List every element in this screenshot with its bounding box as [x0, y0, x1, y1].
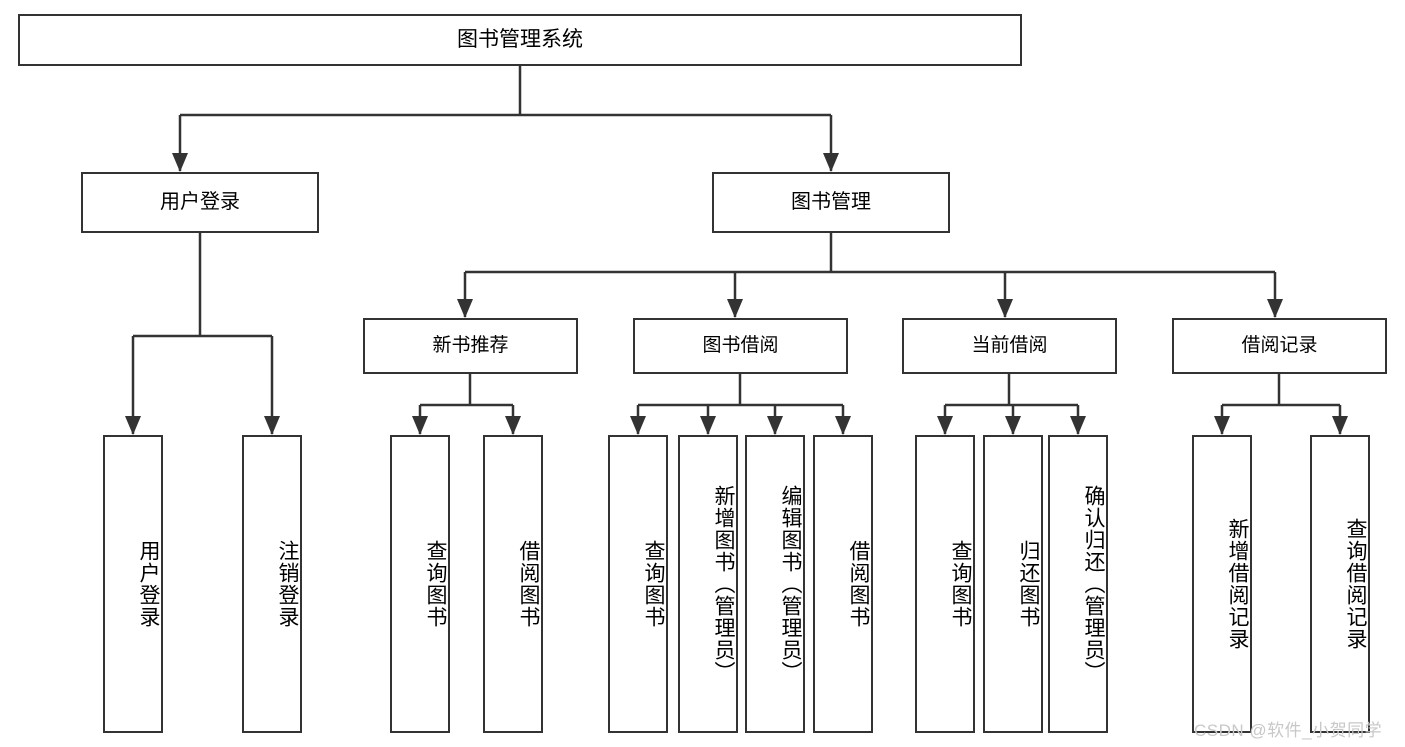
- node-label: 查询图书: [949, 540, 972, 628]
- arrow-head-userlogin-to-leaf-1: [264, 416, 280, 435]
- node-l-edit-book[interactable]: 编辑图书（管理员）: [745, 435, 805, 733]
- node-n-user-login[interactable]: 用户登录: [81, 172, 319, 233]
- node-label: 图书管理系统: [457, 27, 583, 51]
- node-l-user-login[interactable]: 用户登录: [103, 435, 163, 733]
- node-label: 新增图书（管理员）: [712, 485, 735, 683]
- arrow-head-currentborrow-to-leaf-0: [937, 416, 953, 435]
- node-l-borrow-book-1[interactable]: 借阅图书: [483, 435, 543, 733]
- node-n-borrow-record[interactable]: 借阅记录: [1172, 318, 1387, 374]
- node-n-book-manage[interactable]: 图书管理: [712, 172, 950, 233]
- node-label: 当前借阅: [971, 335, 1048, 357]
- node-label: 查询图书: [424, 540, 447, 628]
- arrow-head-currentborrow-to-leaf-1: [1005, 416, 1021, 435]
- node-label: 用户登录: [137, 540, 160, 628]
- node-l-query-book-1[interactable]: 查询图书: [390, 435, 450, 733]
- node-label: 借阅记录: [1241, 335, 1318, 357]
- node-label: 借阅图书: [517, 540, 540, 628]
- node-label: 确认归还（管理员）: [1082, 485, 1105, 683]
- node-n-new-book-rec[interactable]: 新书推荐: [363, 318, 578, 374]
- arrow-head-bookmanage-to-level2-1: [727, 299, 743, 318]
- node-l-add-record[interactable]: 新增借阅记录: [1192, 435, 1252, 733]
- arrow-head-bookmanage-to-level2-3: [1267, 299, 1283, 318]
- arrow-head-bookborrow-to-leaf-3: [835, 416, 851, 435]
- arrow-head-bookborrow-to-leaf-2: [767, 416, 783, 435]
- node-l-add-book[interactable]: 新增图书（管理员）: [678, 435, 738, 733]
- node-l-query-book-3[interactable]: 查询图书: [915, 435, 975, 733]
- node-n-current-borrow[interactable]: 当前借阅: [902, 318, 1117, 374]
- node-label: 新增借阅记录: [1226, 518, 1249, 650]
- node-label: 查询图书: [642, 540, 665, 628]
- arrow-head-borrowrecord-to-leaf-1: [1332, 416, 1348, 435]
- node-l-logout[interactable]: 注销登录: [242, 435, 302, 733]
- node-label: 编辑图书（管理员）: [779, 485, 802, 683]
- node-l-confirm-return[interactable]: 确认归还（管理员）: [1048, 435, 1108, 733]
- node-label: 图书借阅: [702, 335, 779, 357]
- node-l-return-book[interactable]: 归还图书: [983, 435, 1043, 733]
- arrow-head-bookborrow-to-leaf-1: [700, 416, 716, 435]
- node-label: 借阅图书: [847, 540, 870, 628]
- node-root[interactable]: 图书管理系统: [18, 14, 1022, 66]
- arrow-head-root-to-level1-0: [172, 153, 188, 172]
- node-label: 归还图书: [1017, 540, 1040, 628]
- node-label: 用户登录: [160, 191, 240, 213]
- arrow-head-newbook-to-leaf-0: [412, 416, 428, 435]
- arrow-head-bookmanage-to-level2-2: [997, 299, 1013, 318]
- arrow-head-currentborrow-to-leaf-2: [1070, 416, 1086, 435]
- arrow-head-borrowrecord-to-leaf-0: [1214, 416, 1230, 435]
- node-l-query-book-2[interactable]: 查询图书: [608, 435, 668, 733]
- arrow-head-newbook-to-leaf-1: [505, 416, 521, 435]
- csdn-watermark: CSDN @软件_小贺同学: [1194, 721, 1383, 740]
- arrow-head-root-to-level1-1: [823, 153, 839, 172]
- node-label: 图书管理: [791, 191, 871, 213]
- node-label: 查询借阅记录: [1344, 518, 1367, 650]
- arrow-head-bookborrow-to-leaf-0: [630, 416, 646, 435]
- node-n-book-borrow[interactable]: 图书借阅: [633, 318, 848, 374]
- arrow-head-bookmanage-to-level2-0: [457, 299, 473, 318]
- node-l-query-record[interactable]: 查询借阅记录: [1310, 435, 1370, 733]
- node-l-borrow-book-2[interactable]: 借阅图书: [813, 435, 873, 733]
- node-label: 新书推荐: [432, 335, 509, 357]
- node-label: 注销登录: [276, 540, 299, 628]
- arrow-head-userlogin-to-leaf-0: [125, 416, 141, 435]
